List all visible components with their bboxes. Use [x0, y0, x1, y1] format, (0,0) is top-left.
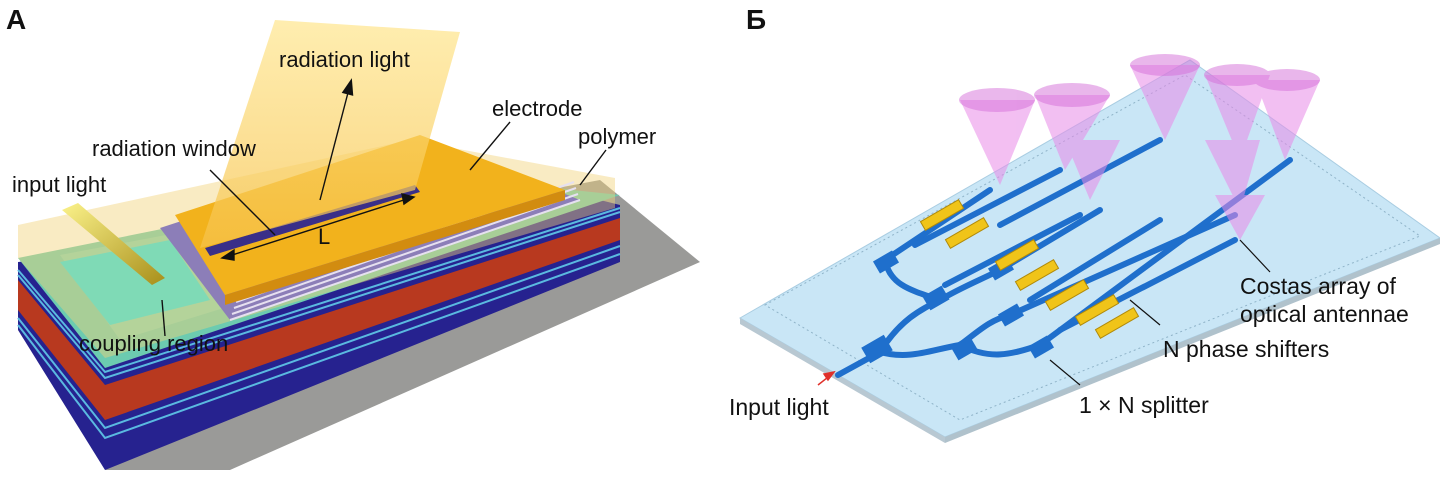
electrode [175, 135, 565, 295]
layer-red-front [105, 218, 620, 420]
chip-edge [740, 318, 945, 443]
label-phase-shifters: N phase shifters [1163, 336, 1330, 362]
panel-a-diagram [17, 20, 700, 470]
label-electrode: electrode [492, 96, 583, 121]
phase-shifters [919, 198, 1140, 340]
chip-surface [738, 59, 1440, 438]
coupling-region [60, 240, 210, 325]
radiation-light-beam [200, 20, 460, 248]
label-polymer: polymer [578, 124, 657, 149]
label-costas-line1: Costas array of [1240, 273, 1396, 299]
label-input-light-b: Input light [729, 394, 829, 420]
label-splitter: 1 × N splitter [1079, 392, 1209, 418]
label-coupling-region: coupling region [79, 331, 229, 356]
input-arrow [817, 370, 836, 386]
electrode-shade [225, 190, 565, 305]
label-input-light-a: input light [12, 172, 107, 197]
leader-lines [1049, 239, 1271, 386]
antenna-beams [960, 65, 1320, 240]
label-length: L [318, 224, 331, 249]
antenna-beam-caps [959, 54, 1320, 112]
chip-edge-right [945, 238, 1440, 443]
input-fibre [62, 203, 165, 285]
panel-a-letter: А [6, 4, 27, 35]
blue-stripes [17, 207, 621, 440]
layer-red-left [18, 280, 105, 420]
panel-b-letter: Б [746, 4, 767, 35]
label-radiation-light: radiation light [279, 47, 410, 72]
label-radiation-window: radiation window [92, 136, 256, 161]
label-costas-line2: optical antennae [1240, 301, 1409, 327]
arrows [161, 78, 607, 337]
